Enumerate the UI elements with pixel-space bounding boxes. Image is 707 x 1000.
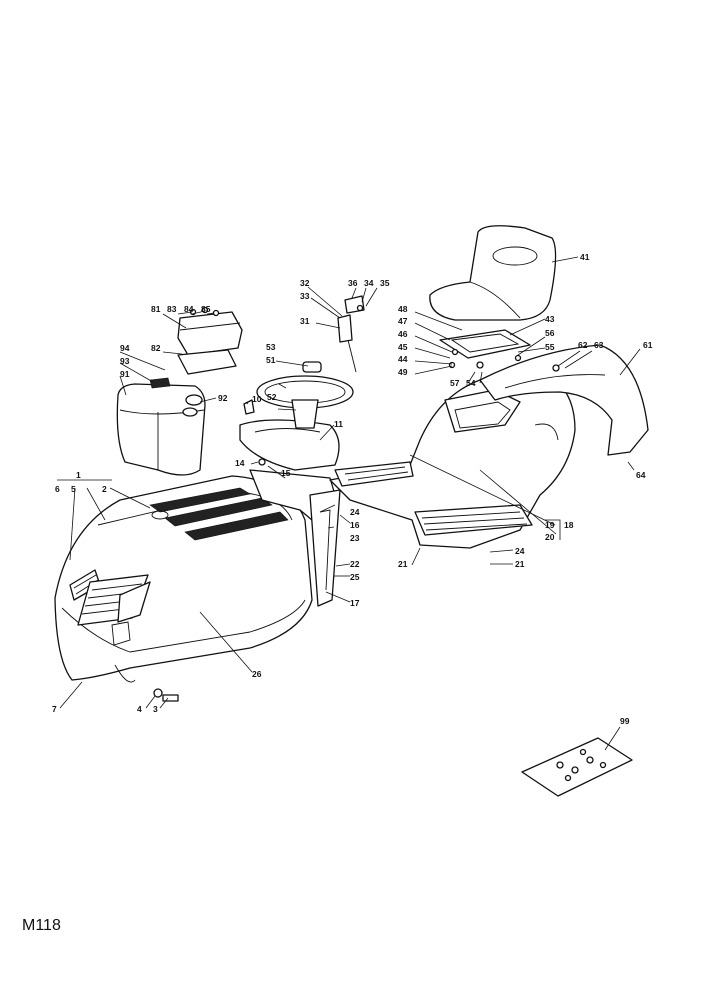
callout-21a: 21 <box>398 559 408 569</box>
callout-20: 20 <box>545 532 555 542</box>
hood-vent-grille <box>149 487 289 541</box>
callout-36: 36 <box>348 278 358 288</box>
callout-24a: 24 <box>350 507 360 517</box>
rear-body <box>329 371 576 549</box>
callout-92: 92 <box>218 393 228 403</box>
callout-15: 15 <box>281 468 291 478</box>
callout-49: 49 <box>398 367 408 377</box>
seat <box>429 225 557 321</box>
front-grille <box>77 574 151 626</box>
callout-44: 44 <box>398 354 408 364</box>
callout-54: 54 <box>466 378 476 388</box>
callout-43: 43 <box>545 314 555 324</box>
callout-19: 19 <box>545 520 555 530</box>
callout-5: 5 <box>71 484 76 494</box>
callout-61: 61 <box>643 340 653 350</box>
callout-34: 34 <box>364 278 374 288</box>
leader-lines <box>57 256 641 751</box>
hardware-kit <box>521 737 633 797</box>
callout-51: 51 <box>266 355 276 365</box>
callout-21b: 21 <box>515 559 525 569</box>
callout-16: 16 <box>350 520 360 530</box>
callout-84: 84 <box>184 304 194 314</box>
callout-99: 99 <box>620 716 630 726</box>
callout-31: 31 <box>300 316 310 326</box>
callout-41: 41 <box>580 252 590 262</box>
callout-32: 32 <box>300 278 310 288</box>
callout-1: 1 <box>76 470 81 480</box>
callout-14: 14 <box>235 458 245 468</box>
callout-81: 81 <box>151 304 161 314</box>
callout-23: 23 <box>350 533 360 543</box>
callout-93: 93 <box>120 356 130 366</box>
callout-35: 35 <box>380 278 390 288</box>
callout-6: 6 <box>55 484 60 494</box>
callout-26: 26 <box>252 669 262 679</box>
lever-knob <box>243 399 255 415</box>
callout-10: 10 <box>252 394 262 404</box>
callout-46: 46 <box>398 329 408 339</box>
callout-17: 17 <box>350 598 360 608</box>
steering-wheel <box>256 361 354 429</box>
callout-57: 57 <box>450 378 460 388</box>
hood-assembly <box>54 475 313 683</box>
callout-63: 63 <box>594 340 604 350</box>
callout-18: 18 <box>564 520 574 530</box>
callout-labels: 1 6 5 2 7 4 3 26 10 14 15 11 24 16 23 22… <box>52 252 653 726</box>
callout-45: 45 <box>398 342 408 352</box>
callout-47: 47 <box>398 316 408 326</box>
callout-11: 11 <box>334 419 343 429</box>
callout-53: 53 <box>266 342 276 352</box>
callout-85: 85 <box>201 304 211 314</box>
rear-fender <box>479 344 649 456</box>
callout-2: 2 <box>102 484 107 494</box>
electrical-box <box>177 306 243 375</box>
callout-33: 33 <box>300 291 310 301</box>
callout-52: 52 <box>267 392 277 402</box>
callout-24b: 24 <box>515 546 525 556</box>
callout-55: 55 <box>545 342 555 352</box>
dashboard-assembly <box>239 419 341 607</box>
callout-64: 64 <box>636 470 646 480</box>
callout-83: 83 <box>167 304 177 314</box>
callout-25: 25 <box>350 572 360 582</box>
callout-82: 82 <box>151 343 161 353</box>
callout-62: 62 <box>578 340 588 350</box>
pin <box>258 458 266 466</box>
throttle-lever <box>337 295 365 373</box>
fuel-tank <box>116 377 206 476</box>
callout-48: 48 <box>398 304 408 314</box>
callout-56: 56 <box>545 328 555 338</box>
callout-7: 7 <box>52 704 57 714</box>
callout-3: 3 <box>153 704 158 714</box>
callout-91: 91 <box>120 369 130 379</box>
callout-94: 94 <box>120 343 130 353</box>
hood-bolt <box>153 688 179 702</box>
diagram-code: M118 <box>22 917 61 934</box>
callout-22: 22 <box>350 559 360 569</box>
callout-4: 4 <box>137 704 142 714</box>
seat-bracket <box>439 329 531 369</box>
